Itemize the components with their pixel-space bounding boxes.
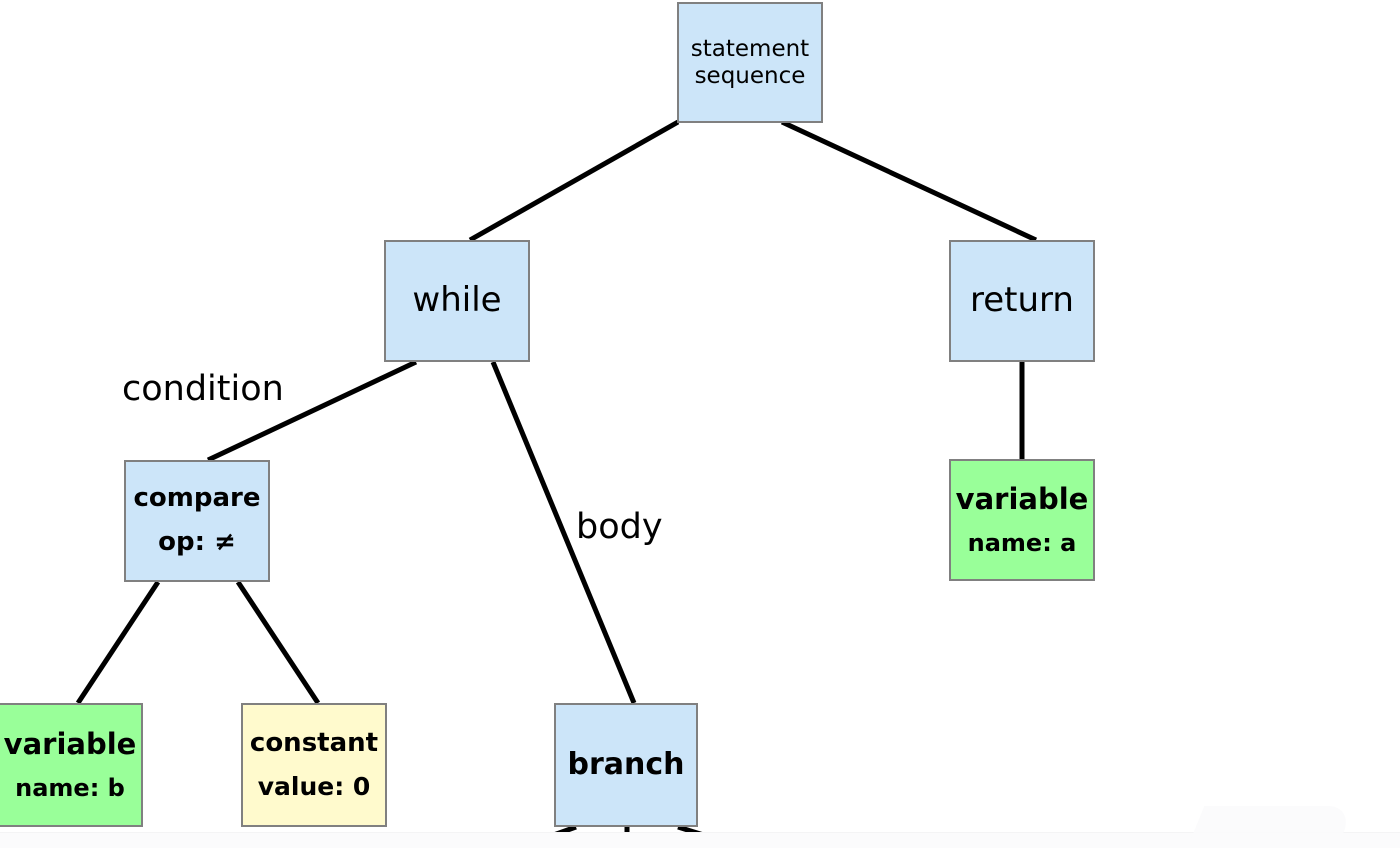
edge-stmtseq-to-return [780,119,1038,243]
edge-stmtseq-to-while [468,119,680,243]
node-variable-a[interactable]: variable name: a [949,459,1095,581]
node-title: return [970,280,1074,321]
edge-compare-to-variable [75,580,161,705]
node-attribute: op: ≠ [158,527,236,557]
node-branch[interactable]: branch [554,703,698,827]
edge-label-body-label: body [576,507,663,547]
node-title: variable [955,481,1089,516]
node-attribute: name: a [967,528,1077,557]
page-bottom-corner [1187,806,1355,847]
node-subtitle: sequence [694,62,806,89]
node-constant-0[interactable]: constant value: 0 [241,703,387,827]
node-attribute: name: b [15,773,125,802]
node-variable-b[interactable]: variable name: b [0,703,143,827]
edge-compare-to-constant [235,580,321,705]
node-title: while [412,280,502,321]
node-while[interactable]: while [384,240,530,362]
node-title: branch [567,746,685,782]
node-title: variable [3,726,137,761]
node-attribute: value: 0 [257,771,371,801]
node-title: statement [690,36,810,63]
node-title: compare [133,483,261,514]
edge-while-to-compare [206,359,418,463]
node-compare[interactable]: compare op: ≠ [124,460,270,582]
node-title: constant [249,727,379,758]
edge-while-to-branch [490,361,637,704]
node-return[interactable]: return [949,240,1095,362]
page-bottom-edge [0,832,1400,848]
edge-label-condition-label: condition [122,369,284,409]
